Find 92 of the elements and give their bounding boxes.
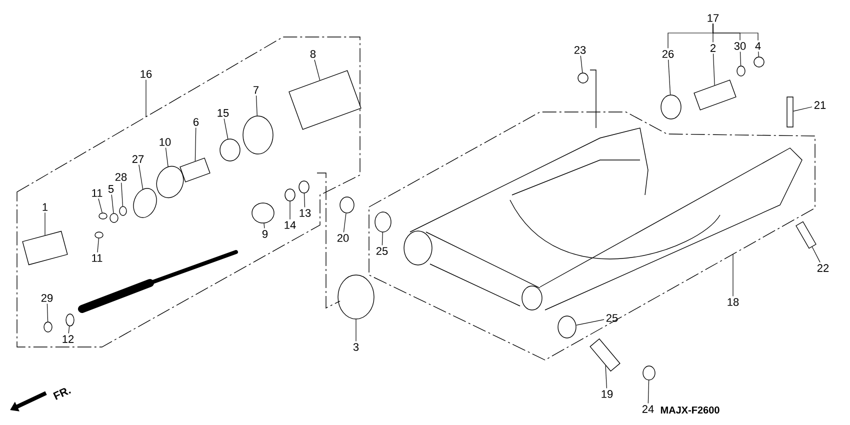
callout-number: 21 (814, 101, 826, 109)
callout-number: 17 (708, 14, 719, 22)
callout-number: 20 (337, 234, 349, 242)
callout-number: 18 (728, 298, 739, 306)
part-drawing (340, 196, 354, 214)
callout-number: 26 (662, 50, 674, 58)
drawing-code: MAJX-F2600 (660, 406, 720, 414)
part-drawing (22, 230, 68, 266)
callout-number: 22 (817, 264, 829, 272)
callout-number: 4 (755, 42, 761, 50)
leader-line (97, 238, 100, 253)
callout-number: 11 (92, 189, 102, 197)
callout-number: 10 (160, 138, 171, 146)
leader-line (304, 193, 306, 208)
callout-number: 8 (310, 50, 316, 58)
leader-line (732, 254, 734, 297)
callout-number: 13 (300, 209, 311, 217)
leader-line (576, 319, 604, 326)
part-drawing (44, 322, 52, 332)
leader-line (605, 365, 608, 389)
callout-number: 27 (132, 155, 144, 163)
part-drawing (94, 232, 104, 238)
group-frame (368, 112, 816, 360)
part-drawing (660, 94, 682, 120)
callout-number: 16 (140, 70, 152, 78)
leader-line (712, 23, 758, 41)
part-drawing (578, 72, 588, 84)
leader-line (46, 303, 48, 322)
part-drawing (298, 180, 310, 194)
part-drawing (252, 202, 274, 224)
part-drawing (220, 138, 240, 162)
leader-line (648, 380, 650, 404)
callout-number: 24 (642, 405, 654, 413)
part-drawing (119, 206, 127, 216)
callout-number: 15 (218, 109, 229, 117)
direction-label: FR. (53, 388, 71, 400)
callout-number: 29 (41, 294, 53, 302)
callout-number: 2 (710, 44, 716, 52)
part-drawing (98, 212, 108, 220)
leader-line (68, 326, 70, 334)
leader-line (264, 223, 265, 229)
leader-line (740, 51, 742, 66)
part-drawing (558, 316, 576, 338)
leader-line (668, 59, 671, 95)
part-drawing (754, 56, 764, 68)
leader-line (98, 198, 102, 214)
callout-number: 6 (194, 118, 199, 126)
part-drawing (133, 188, 157, 218)
part-drawing (374, 212, 392, 232)
leader-line (758, 51, 759, 57)
part-drawing (796, 221, 816, 249)
callout-number: 9 (262, 230, 268, 238)
callout-number: 28 (115, 173, 127, 181)
leader-line (314, 59, 320, 81)
leader-line (111, 194, 114, 214)
callout-number: 12 (62, 335, 74, 343)
part-drawing (242, 116, 274, 154)
leader-line (121, 182, 124, 206)
callout-number: 23 (574, 46, 586, 54)
part-drawing (110, 213, 118, 223)
part-drawing (288, 70, 362, 130)
callout-number: 30 (734, 42, 746, 50)
part-drawing (736, 66, 746, 76)
leader-line (812, 246, 820, 263)
part-drawing (694, 80, 736, 110)
callout-number: 25 (376, 247, 388, 255)
leader-line (712, 53, 715, 86)
leader-line (165, 147, 168, 167)
leader-line (224, 118, 228, 140)
callout-number: 11 (92, 254, 102, 262)
callout-number: 25 (606, 314, 618, 322)
part-drawing (642, 366, 656, 380)
leader-line (194, 127, 196, 162)
callout-number: 3 (353, 343, 359, 351)
leader-line (44, 212, 46, 236)
callout-number: 14 (284, 221, 296, 229)
leader-line (138, 164, 144, 190)
part-drawing (156, 166, 184, 198)
leader-line (343, 212, 346, 233)
part-drawing (786, 96, 794, 128)
leader-line (382, 232, 383, 246)
leader-line (256, 95, 258, 116)
part-drawing (66, 314, 74, 326)
callout-number: 19 (602, 390, 613, 398)
leader-line (580, 55, 583, 73)
leader-line (793, 106, 812, 112)
callout-number: 1 (42, 203, 48, 211)
callout-number: 7 (254, 86, 259, 94)
part-drawing (284, 188, 296, 202)
part-drawing (180, 158, 210, 182)
callout-number: 5 (108, 185, 114, 193)
part-drawing (338, 274, 374, 320)
